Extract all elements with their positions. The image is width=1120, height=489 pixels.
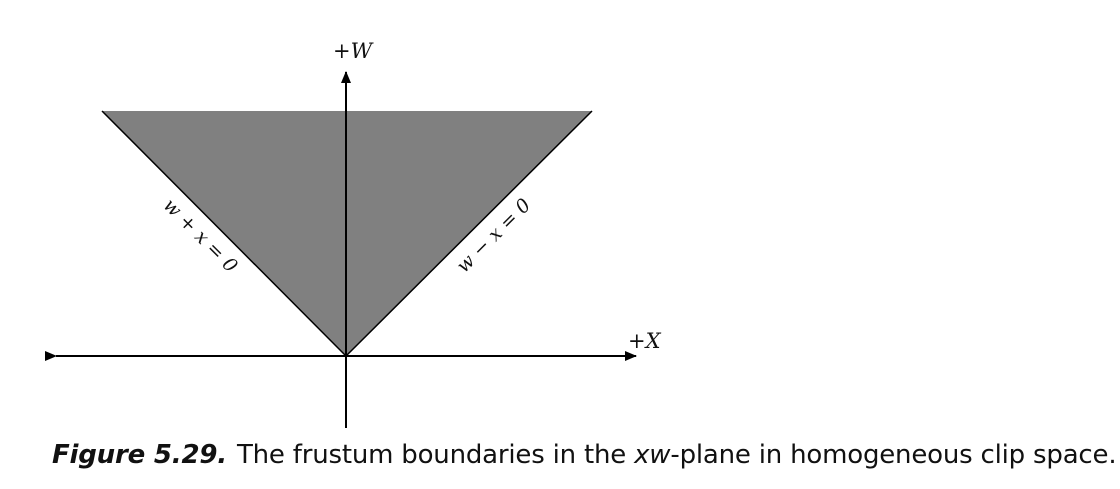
figure-number: Figure 5.29.	[52, 440, 227, 470]
w-axis-label: +W	[333, 39, 375, 63]
left-boundary-line	[101, 110, 347, 357]
caption-text-italic: xw	[634, 440, 671, 470]
figure-caption: Figure 5.29. The frustum boundaries in th…	[52, 440, 1117, 470]
clip-space-diagram: +W +X w + x = 0 w − x = 0	[45, 39, 662, 428]
x-axis-label: +X	[628, 329, 662, 353]
caption-text-after: -plane in homogeneous clip space.	[670, 440, 1117, 470]
caption-text-before: The frustum boundaries in the	[236, 440, 635, 470]
right-boundary-line	[345, 110, 593, 357]
